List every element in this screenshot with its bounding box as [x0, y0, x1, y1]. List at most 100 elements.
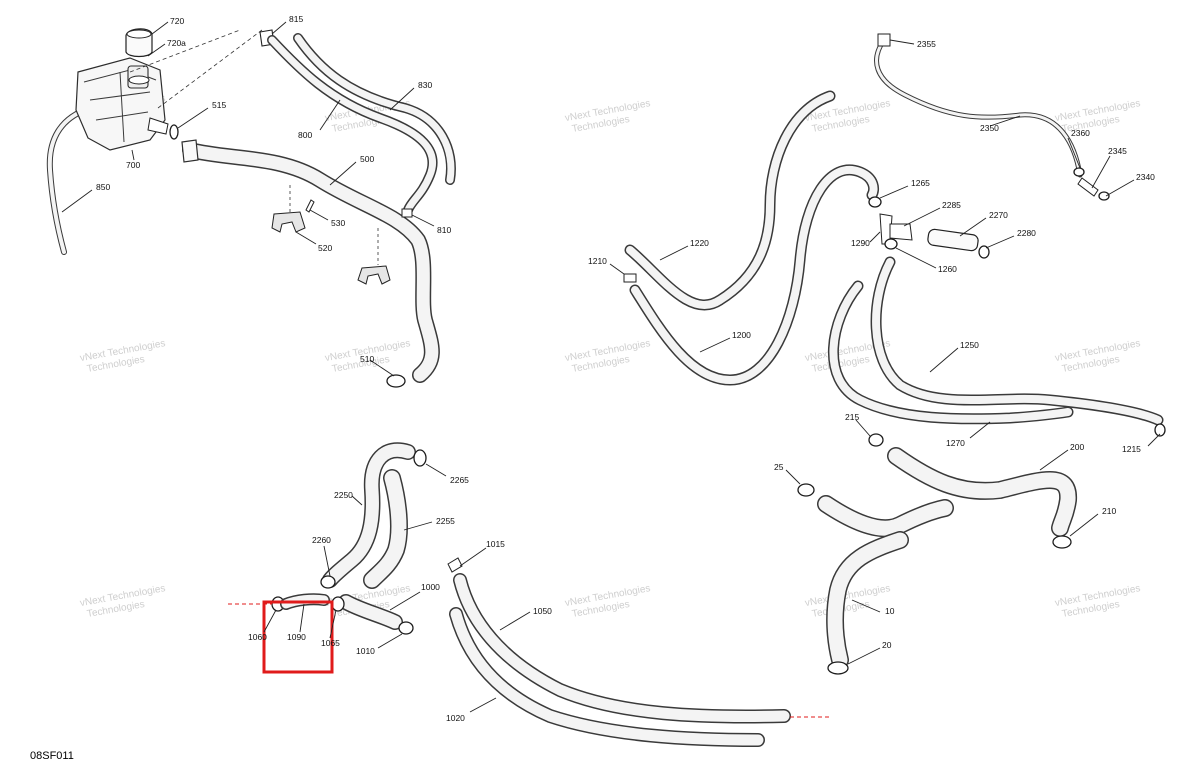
hose-2255-fill[interactable] — [364, 470, 407, 588]
label-1000[interactable]: 1000 — [421, 582, 440, 592]
label-1020[interactable]: 1020 — [446, 713, 465, 723]
label-850[interactable]: 850 — [96, 182, 110, 192]
label-2250[interactable]: 2250 — [334, 490, 353, 500]
clamp-1215[interactable] — [1154, 423, 1166, 437]
label-500[interactable]: 500 — [360, 154, 374, 164]
label-520[interactable]: 520 — [318, 243, 332, 253]
label-1210[interactable]: 1210 — [588, 256, 607, 266]
clamp-2360[interactable] — [1073, 167, 1085, 177]
fitting-2345[interactable] — [1077, 177, 1099, 197]
label-720a[interactable]: 720a — [167, 38, 186, 48]
label-2270[interactable]: 2270 — [989, 210, 1008, 220]
clamp-210[interactable] — [1052, 535, 1072, 549]
clamp-515[interactable] — [169, 124, 179, 140]
guide-line — [157, 29, 263, 109]
label-2340[interactable]: 2340 — [1136, 172, 1155, 182]
label-2280[interactable]: 2280 — [1017, 228, 1036, 238]
label-1220[interactable]: 1220 — [690, 238, 709, 248]
hose-830-fill[interactable] — [294, 34, 455, 184]
hose-10-fill[interactable] — [818, 496, 953, 536]
label-200[interactable]: 200 — [1070, 442, 1084, 452]
label-2285[interactable]: 2285 — [942, 200, 961, 210]
hose-1200-fill[interactable] — [631, 166, 878, 384]
label-1265[interactable]: 1265 — [911, 178, 930, 188]
label-2350[interactable]: 2350 — [980, 123, 999, 133]
label-720[interactable]: 720 — [170, 16, 184, 26]
label-1260[interactable]: 1260 — [938, 264, 957, 274]
clamp-1010[interactable] — [398, 621, 414, 635]
clamp-510[interactable] — [386, 374, 406, 388]
label-25[interactable]: 25 — [774, 462, 784, 472]
screw-530[interactable] — [305, 199, 315, 213]
fitting-810[interactable] — [401, 208, 413, 218]
label-2355[interactable]: 2355 — [917, 39, 936, 49]
hose-2250-fill[interactable] — [323, 443, 415, 587]
tee-2285[interactable] — [889, 223, 913, 241]
label-700[interactable]: 700 — [126, 160, 140, 170]
label-1250[interactable]: 1250 — [960, 340, 979, 350]
label-215[interactable]: 215 — [845, 412, 859, 422]
label-2260[interactable]: 2260 — [312, 535, 331, 545]
label-2255[interactable]: 2255 — [436, 516, 455, 526]
clamp-215[interactable] — [868, 433, 884, 447]
diagram-code: 08SF011 — [30, 750, 74, 762]
clamp-1260[interactable] — [884, 238, 898, 250]
heater-hose-group — [623, 33, 1166, 437]
label-1050[interactable]: 1050 — [533, 606, 552, 616]
label-1060[interactable]: 1060 — [248, 632, 267, 642]
label-1215[interactable]: 1215 — [1122, 444, 1141, 454]
clamp-20[interactable] — [827, 661, 849, 675]
label-1090[interactable]: 1090 — [287, 632, 306, 642]
reservoir-700[interactable] — [75, 57, 166, 151]
label-1290[interactable]: 1290 — [851, 238, 870, 248]
label-20[interactable]: 20 — [882, 640, 892, 650]
label-2345[interactable]: 2345 — [1108, 146, 1127, 156]
clamp-1265[interactable] — [868, 196, 882, 208]
fitting-1015[interactable] — [447, 557, 463, 573]
clamp-2260[interactable] — [320, 575, 336, 589]
label-1200[interactable]: 1200 — [732, 330, 751, 340]
seal-720a[interactable] — [128, 75, 150, 85]
hose-2270[interactable] — [927, 228, 979, 252]
hose-1270-fill[interactable] — [829, 282, 1072, 423]
label-515[interactable]: 515 — [212, 100, 226, 110]
label-2360[interactable]: 2360 — [1071, 128, 1090, 138]
label-1010[interactable]: 1010 — [356, 646, 375, 656]
hose-1050-fill[interactable] — [454, 574, 790, 722]
hose-500-fill[interactable] — [183, 143, 439, 382]
hose-800-fill[interactable] — [268, 36, 436, 214]
label-510[interactable]: 510 — [360, 354, 374, 364]
hose-1220-fill[interactable] — [626, 92, 834, 309]
hose-10b-fill[interactable] — [827, 532, 908, 668]
fitting-2355[interactable] — [877, 33, 891, 47]
label-10[interactable]: 10 — [885, 606, 895, 616]
hose-1000-fill[interactable] — [339, 595, 402, 629]
label-2265[interactable]: 2265 — [450, 475, 469, 485]
label-1270[interactable]: 1270 — [946, 438, 965, 448]
label-800[interactable]: 800 — [298, 130, 312, 140]
clamp-2280[interactable] — [978, 245, 990, 259]
label-830[interactable]: 830 — [418, 80, 432, 90]
clamp-2265[interactable] — [413, 449, 427, 467]
clamp-1065[interactable] — [331, 596, 345, 612]
label-815[interactable]: 815 — [289, 14, 303, 24]
clamp-25[interactable] — [797, 483, 815, 497]
label-1015[interactable]: 1015 — [486, 539, 505, 549]
label-530[interactable]: 530 — [331, 218, 345, 228]
clip-1210[interactable] — [623, 273, 637, 283]
hose-2350-fill[interactable] — [875, 38, 1082, 177]
hose-200-fill[interactable] — [888, 448, 1076, 536]
label-1065[interactable]: 1065 — [321, 638, 340, 648]
hose-1020-fill[interactable] — [450, 608, 764, 746]
highlight-box — [262, 600, 334, 674]
cap-2340[interactable] — [1098, 191, 1110, 201]
label-210[interactable]: 210 — [1102, 506, 1116, 516]
hose-1250-fill[interactable] — [872, 258, 1162, 424]
bracket-520[interactable] — [271, 211, 306, 233]
label-810[interactable]: 810 — [437, 225, 451, 235]
bracket-520-b[interactable] — [357, 265, 391, 285]
